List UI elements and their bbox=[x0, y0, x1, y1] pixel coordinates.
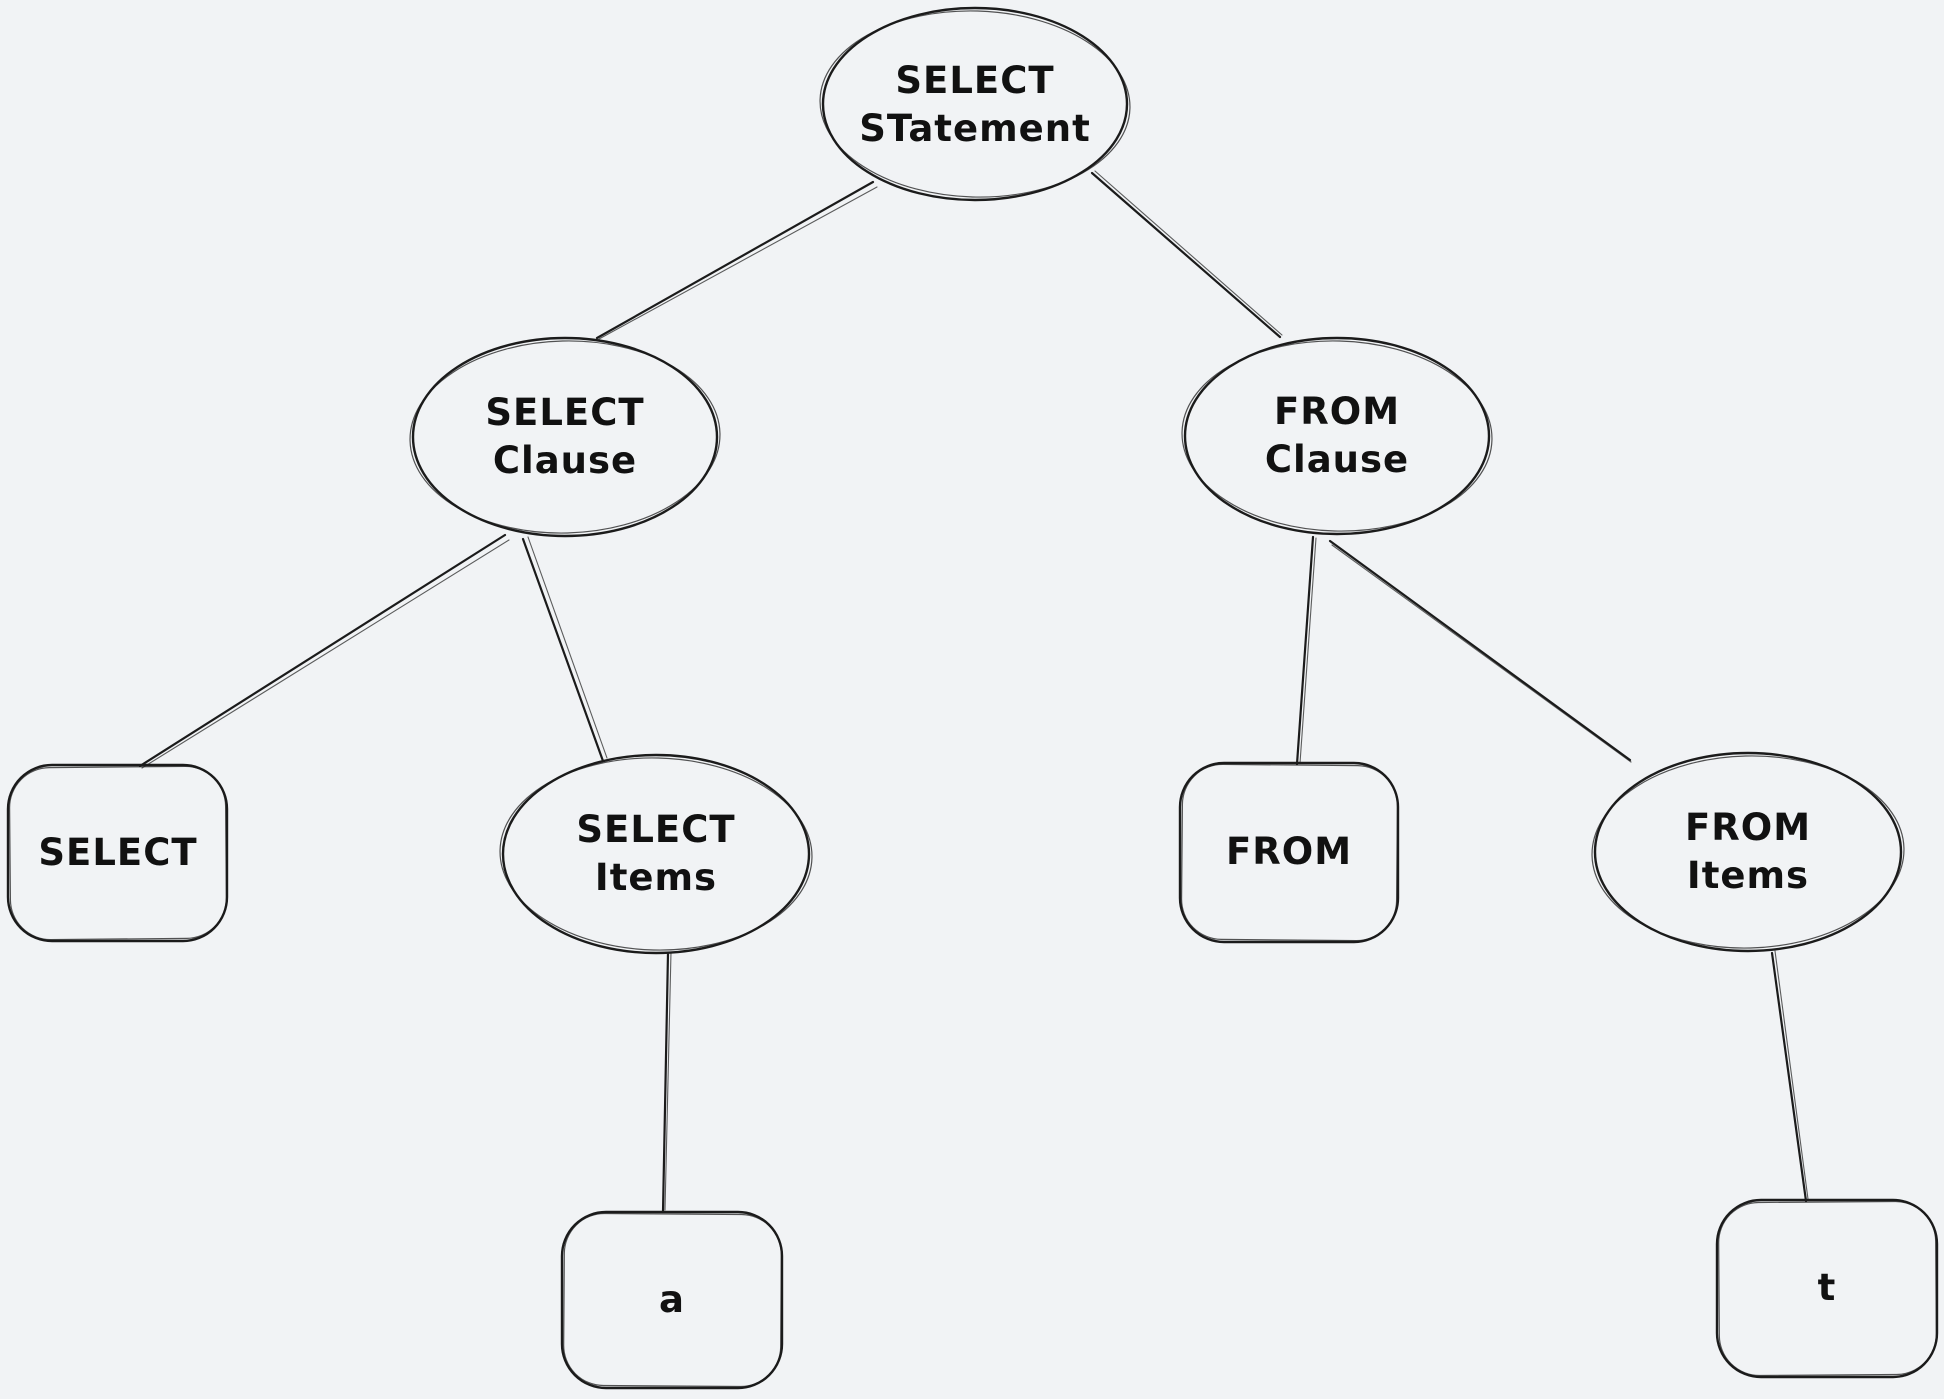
node-label-select-keyword: SELECT bbox=[38, 830, 198, 874]
node-label-select-clause: SELECT Clause bbox=[485, 390, 645, 482]
edge-from-clause-from-keyword bbox=[1295, 535, 1317, 766]
edge-select-statement-select-clause bbox=[595, 180, 878, 340]
edge-from-clause-from-items bbox=[1328, 539, 1632, 763]
edge-select-clause-select-items bbox=[521, 536, 608, 763]
edge-from-items-item-t bbox=[1770, 950, 1809, 1203]
node-label-from-clause: FROM Clause bbox=[1264, 389, 1410, 481]
node-label-item-a: a bbox=[659, 1277, 685, 1321]
node-label-select-statement: SELECT STatement bbox=[859, 58, 1091, 150]
node-select-items bbox=[499, 753, 813, 955]
node-from-clause bbox=[1181, 336, 1493, 536]
node-item-t bbox=[1715, 1198, 1939, 1379]
node-item-a bbox=[560, 1210, 784, 1390]
node-from-keyword bbox=[1178, 761, 1400, 944]
node-label-from-items: FROM Items bbox=[1684, 805, 1812, 897]
edge-select-items-item-a bbox=[661, 951, 672, 1214]
edge-select-statement-from-clause bbox=[1090, 170, 1283, 339]
node-select-clause bbox=[409, 336, 721, 538]
node-label-from-keyword: FROM bbox=[1225, 829, 1353, 873]
node-label-item-t: t bbox=[1817, 1265, 1837, 1309]
node-select-statement bbox=[819, 6, 1131, 202]
node-select-keyword bbox=[6, 763, 229, 943]
edge-select-clause-select-keyword bbox=[138, 533, 510, 769]
node-label-select-items: SELECT Items bbox=[576, 807, 736, 899]
node-from-items bbox=[1591, 751, 1905, 953]
